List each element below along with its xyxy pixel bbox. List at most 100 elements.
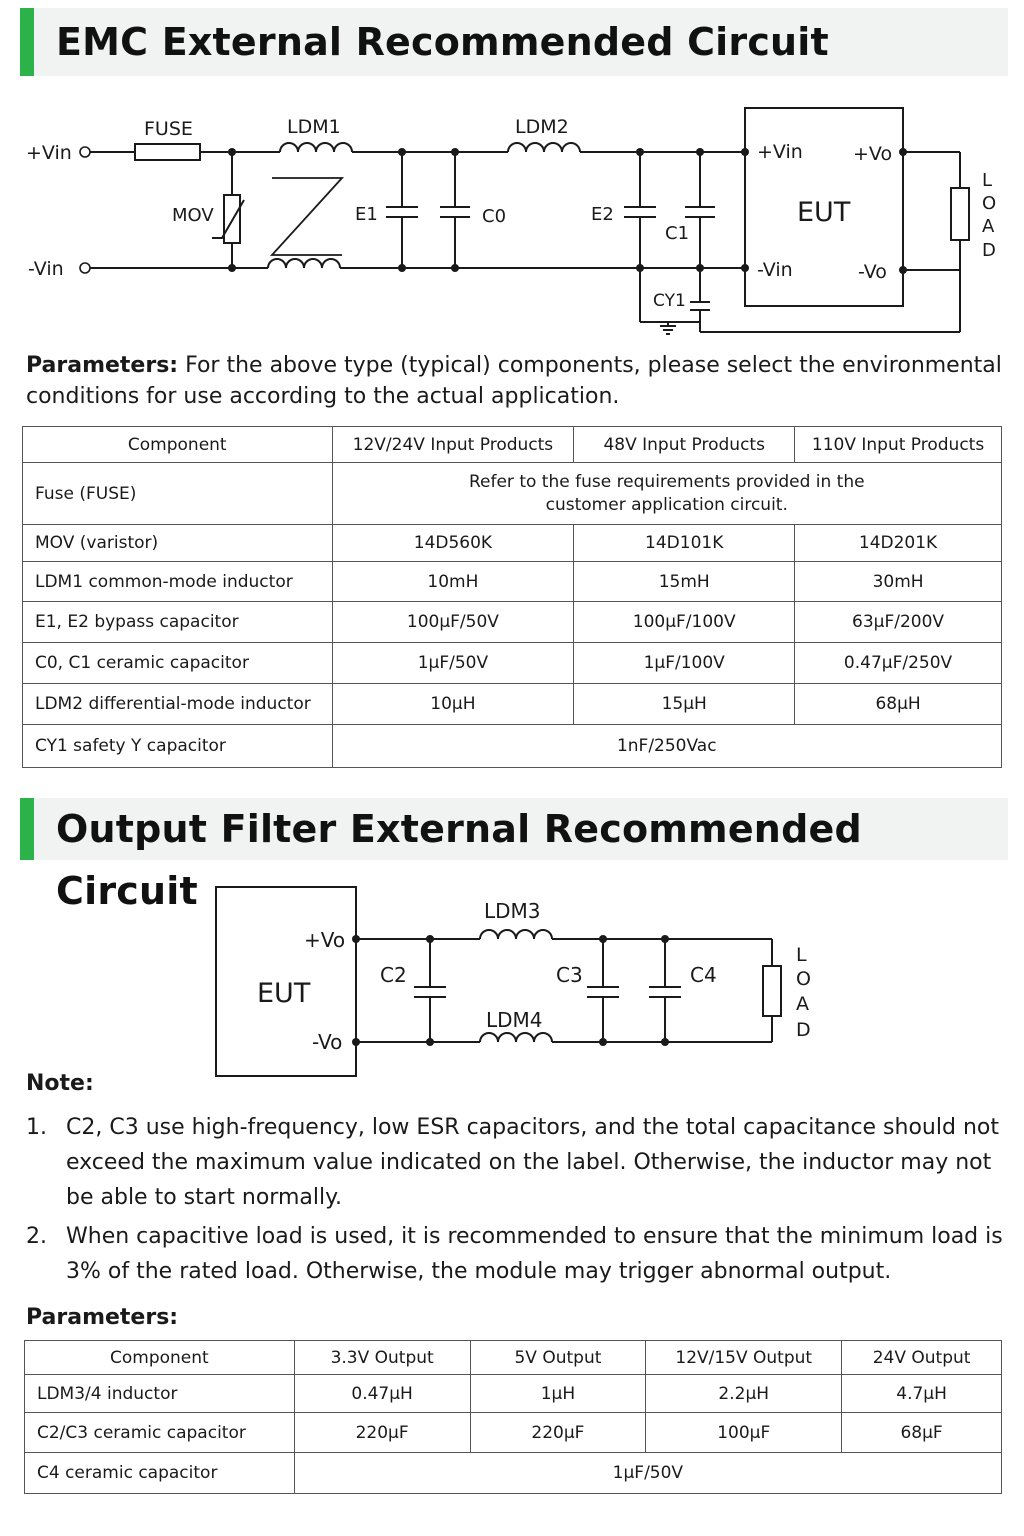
- component-cell: Fuse (FUSE): [22, 462, 333, 525]
- value-cell: 30mH: [794, 561, 1002, 602]
- label-c1: C1: [665, 223, 689, 244]
- emc-parameters-text: Parameters: For the above type (typical)…: [26, 350, 1006, 412]
- value-cell: 0.47μH: [293, 1374, 471, 1413]
- label-c4: C4: [690, 963, 717, 987]
- label-c0: C0: [482, 206, 506, 227]
- component-cell: C0, C1 ceramic capacitor: [22, 642, 333, 684]
- table-header: 24V Output: [841, 1340, 1002, 1375]
- component-cell: C4 ceramic capacitor: [24, 1452, 295, 1494]
- load-letter: D: [796, 1019, 811, 1041]
- value-cell: 0.47μF/250V: [794, 642, 1002, 684]
- value-cell: 68μH: [794, 683, 1002, 725]
- output-filter-title: Output Filter External Recommended Circu…: [56, 807, 862, 913]
- label-ldm3: LDM3: [484, 899, 541, 923]
- accent-bar: [20, 8, 34, 76]
- load-letter: O: [796, 968, 811, 990]
- emc-section-header: EMC External Recommended Circuit: [20, 8, 1008, 76]
- value-cell: 1μH: [469, 1374, 647, 1413]
- table-row: C4 ceramic capacitor 1μF/50V: [24, 1452, 1003, 1494]
- table-header: 3.3V Output: [293, 1340, 471, 1375]
- component-cell: MOV (varistor): [22, 524, 333, 562]
- accent-bar: [20, 798, 34, 860]
- table-row: E1, E2 bypass capacitor 100μF/50V 100μF/…: [22, 601, 1002, 643]
- value-cell: 100μF: [645, 1412, 843, 1453]
- value-cell: 220μF: [293, 1412, 471, 1453]
- value-cell: 1μF/50V: [331, 642, 575, 684]
- output-component-table: Component 3.3V Output 5V Output 12V/15V …: [24, 1340, 1003, 1494]
- value-cell: 14D560K: [331, 524, 575, 562]
- label-e2: E2: [591, 204, 614, 225]
- component-cell: LDM3/4 inductor: [24, 1374, 295, 1413]
- table-row: LDM2 differential-mode inductor 10μH 15μ…: [22, 683, 1002, 725]
- component-cell: LDM2 differential-mode inductor: [22, 683, 333, 725]
- parameters-description: For the above type (typical) components,…: [26, 353, 1002, 409]
- value-cell: 1nF/250Vac: [331, 724, 1003, 768]
- load-letter: L: [982, 170, 992, 191]
- label-eut: EUT: [797, 197, 851, 228]
- label-eut-vin-neg: -Vin: [757, 259, 793, 281]
- value-cell: 15mH: [573, 561, 796, 602]
- label-c2: C2: [380, 963, 407, 987]
- note-text: When capacitive load is used, it is reco…: [66, 1224, 1003, 1284]
- output-parameters-label: Parameters:: [26, 1305, 179, 1330]
- table-row: CY1 safety Y capacitor 1nF/250Vac: [22, 724, 1003, 768]
- component-cell: CY1 safety Y capacitor: [22, 724, 333, 768]
- note-text: C2, C3 use high-frequency, low ESR capac…: [66, 1115, 999, 1210]
- value-cell: 10mH: [331, 561, 575, 602]
- note-title: Note:: [26, 1071, 94, 1096]
- label-vin-neg: -Vin: [28, 258, 64, 280]
- label-e1: E1: [355, 204, 378, 225]
- table-header: Component: [24, 1340, 295, 1375]
- note-item: 1.C2, C3 use high-frequency, low ESR cap…: [26, 1110, 1006, 1215]
- table-header: 110V Input Products: [794, 426, 1002, 463]
- value-cell: 220μF: [469, 1412, 647, 1453]
- label-fuse: FUSE: [144, 118, 193, 140]
- parameters-label: Parameters:: [26, 353, 179, 378]
- table-header: 5V Output: [469, 1340, 647, 1375]
- value-cell: 14D201K: [794, 524, 1002, 562]
- value-cell: 100μF/50V: [331, 601, 575, 643]
- value-cell: 1μF/100V: [573, 642, 796, 684]
- value-cell: 10μH: [331, 683, 575, 725]
- note-item: 2. When capacitive load is used, it is re…: [26, 1219, 1006, 1289]
- label-mov: MOV: [172, 205, 214, 226]
- table-header: Component: [22, 426, 333, 463]
- table-row: C0, C1 ceramic capacitor 1μF/50V 1μF/100…: [22, 642, 1002, 684]
- note-list: 1.C2, C3 use high-frequency, low ESR cap…: [26, 1110, 1006, 1293]
- label-vin-pos: +Vin: [26, 142, 72, 164]
- note-number: 2.: [26, 1224, 47, 1249]
- value-cell: 63μF/200V: [794, 601, 1002, 643]
- table-header: 12V/15V Output: [645, 1340, 843, 1375]
- table-row: Fuse (FUSE) Refer to the fuse requiremen…: [22, 462, 1003, 525]
- label-eut-vo-neg: -Vo: [858, 261, 887, 283]
- load-letter: L: [796, 944, 807, 966]
- label-eut-vo-pos: +Vo: [853, 143, 892, 165]
- load-letter: A: [796, 993, 809, 1015]
- label-eut: EUT: [257, 978, 311, 1009]
- emc-component-table: Component 12V/24V Input Products 48V Inp…: [22, 426, 1003, 768]
- component-cell: E1, E2 bypass capacitor: [22, 601, 333, 643]
- label-ldm1: LDM1: [287, 116, 341, 138]
- label-cy1: CY1: [653, 291, 686, 311]
- load-letter: D: [982, 240, 996, 261]
- label-ldm2: LDM2: [515, 116, 569, 138]
- value-cell: 14D101K: [573, 524, 796, 562]
- component-cell: LDM1 common-mode inductor: [22, 561, 333, 602]
- table-row: MOV (varistor) 14D560K 14D101K 14D201K: [22, 524, 1002, 562]
- output-filter-circuit-diagram: EUT +Vo -Vo C2 C3 C4 LDM3 LDM4 L O A D: [215, 886, 811, 1077]
- emc-circuit-diagram: +Vin -Vin FUSE LDM1 LDM2 MOV E1 C0 E2 C1…: [26, 107, 996, 335]
- fuse-note-cell: Refer to the fuse requirements provided …: [331, 462, 1003, 525]
- value-cell: 68μF: [841, 1412, 1002, 1453]
- label-eut-vin-pos: +Vin: [757, 141, 803, 163]
- table-row: C2/C3 ceramic capacitor 220μF 220μF 100μ…: [24, 1412, 1002, 1453]
- value-cell: 2.2μH: [645, 1374, 843, 1413]
- label-c3: C3: [556, 963, 583, 987]
- component-cell: C2/C3 ceramic capacitor: [24, 1412, 295, 1453]
- load-letter: A: [982, 216, 995, 237]
- table-header: 12V/24V Input Products: [331, 426, 575, 463]
- label-vo-neg: -Vo: [312, 1030, 342, 1054]
- value-cell: 1μF/50V: [293, 1452, 1003, 1494]
- load-letter: O: [982, 193, 996, 214]
- table-row: LDM1 common-mode inductor 10mH 15mH 30mH: [22, 561, 1002, 602]
- value-cell: 15μH: [573, 683, 796, 725]
